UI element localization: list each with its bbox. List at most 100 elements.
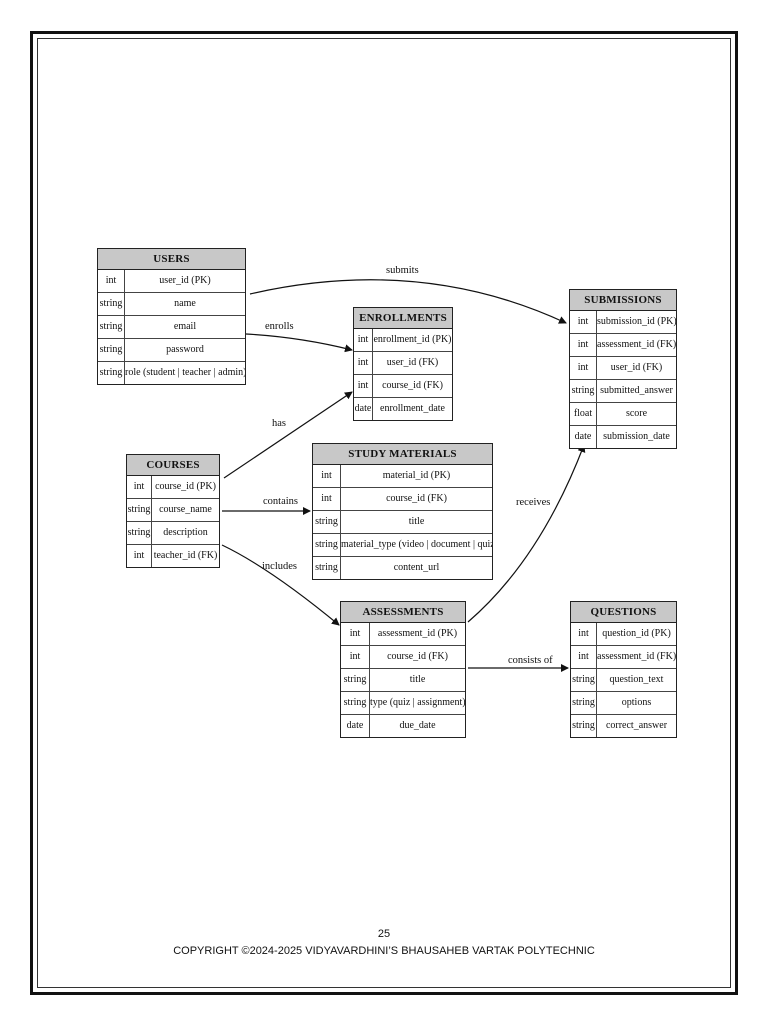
- entity-title: STUDY MATERIALS: [313, 444, 492, 465]
- entity-row: float score: [570, 402, 676, 425]
- column-type: string: [98, 362, 125, 384]
- column-name: course_id (FK): [387, 651, 448, 662]
- copyright-footer: COPYRIGHT ©2024-2025 VIDYAVARDHINI’S BHA…: [173, 945, 595, 957]
- column-type: string: [313, 511, 341, 533]
- entity-title: COURSES: [127, 455, 219, 476]
- entity-row: string name: [98, 292, 245, 315]
- column-type: date: [341, 715, 370, 737]
- label-has: has: [272, 418, 286, 429]
- entity-row: int user_id (FK): [570, 356, 676, 379]
- column-name: title: [409, 674, 426, 685]
- column-name: submitted_answer: [600, 385, 673, 396]
- label-submits: submits: [386, 265, 419, 276]
- column-type: int: [571, 623, 597, 645]
- column-name: material_type (video | document | quiz): [341, 539, 492, 550]
- column-type: int: [127, 545, 152, 567]
- column-type: int: [98, 270, 125, 292]
- entity-title: SUBMISSIONS: [570, 290, 676, 311]
- entity-row: string content_url: [313, 556, 492, 579]
- column-name: question_id (PK): [602, 628, 671, 639]
- page-border-outer: [30, 31, 738, 995]
- column-name: type (quiz | assignment): [370, 697, 465, 708]
- column-type: string: [98, 316, 125, 338]
- column-type: int: [571, 646, 597, 668]
- entity-row: int user_id (FK): [354, 351, 452, 374]
- column-name: course_id (PK): [155, 481, 216, 492]
- column-type: int: [570, 311, 597, 333]
- column-name: description: [163, 527, 208, 538]
- column-type: int: [313, 465, 341, 487]
- column-name: score: [625, 408, 648, 419]
- column-name: course_name: [159, 504, 212, 515]
- label-includes: includes: [262, 561, 297, 572]
- column-type: float: [570, 403, 597, 425]
- entity-row: string description: [127, 521, 219, 544]
- column-name: title: [408, 516, 425, 527]
- column-name: assessment_id (PK): [377, 628, 458, 639]
- column-type: string: [127, 522, 152, 544]
- entity-title: ASSESSMENTS: [341, 602, 465, 623]
- label-enrolls: enrolls: [265, 321, 294, 332]
- entity-title: ENROLLMENTS: [354, 308, 452, 329]
- column-type: int: [341, 646, 370, 668]
- column-name: user_id (PK): [159, 275, 211, 286]
- column-type: date: [354, 398, 373, 420]
- entity-row: int user_id (PK): [98, 270, 245, 292]
- column-name: question_text: [609, 674, 664, 685]
- column-type: string: [341, 692, 370, 714]
- column-name: assessment_id (FK): [597, 339, 676, 350]
- column-type: string: [570, 380, 597, 402]
- label-contains: contains: [263, 496, 298, 507]
- column-name: name: [174, 298, 196, 309]
- column-name: enrollment_id (PK): [373, 334, 452, 345]
- column-name: course_id (FK): [386, 493, 447, 504]
- column-name: material_id (PK): [382, 470, 451, 481]
- column-type: string: [98, 339, 125, 361]
- label-consists-of: consists of: [508, 655, 553, 666]
- column-type: int: [570, 334, 597, 356]
- label-receives: receives: [516, 497, 551, 508]
- column-type: int: [570, 357, 597, 379]
- column-name: content_url: [393, 562, 440, 573]
- column-name: assessment_id (FK): [597, 651, 676, 662]
- column-type: int: [354, 352, 373, 374]
- line-includes: [221, 544, 340, 626]
- column-name: email: [173, 321, 197, 332]
- line-receives: [467, 444, 586, 623]
- column-name: teacher_id (FK): [153, 550, 218, 561]
- column-type: string: [313, 534, 341, 556]
- column-type: string: [571, 715, 597, 737]
- line-submits: [249, 279, 567, 324]
- entity-title: USERS: [98, 249, 245, 270]
- entity-row: int course_id (FK): [341, 645, 465, 668]
- column-type: string: [313, 557, 341, 579]
- column-name: user_id (FK): [386, 357, 439, 368]
- page-border-inner: [37, 38, 731, 988]
- line-has: [223, 391, 353, 479]
- column-name: user_id (FK): [610, 362, 663, 373]
- column-type: string: [98, 293, 125, 315]
- entity-title: QUESTIONS: [571, 602, 676, 623]
- entity-row: int question_id (PK): [571, 623, 676, 645]
